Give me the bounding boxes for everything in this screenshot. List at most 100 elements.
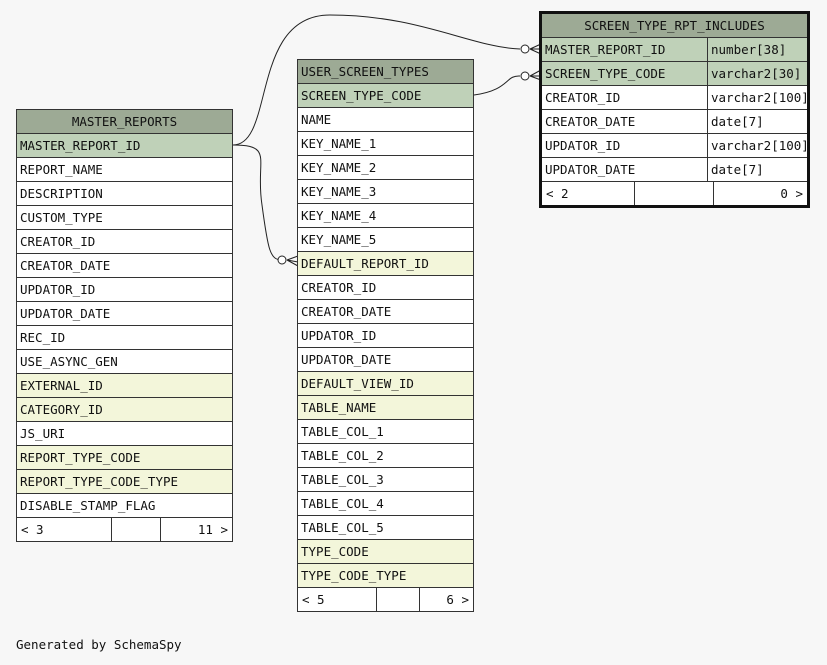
column-row[interactable]: KEY_NAME_5 bbox=[298, 228, 473, 252]
column-row[interactable]: SCREEN_TYPE_CODE bbox=[298, 84, 473, 108]
column-row[interactable]: TABLE_COL_4 bbox=[298, 492, 473, 516]
table-user-screen-types[interactable]: USER_SCREEN_TYPES SCREEN_TYPE_CODE NAME KE… bbox=[297, 59, 474, 612]
column-row[interactable]: CREATOR_ID bbox=[298, 276, 473, 300]
column-type: number[38] bbox=[707, 38, 807, 61]
column-row[interactable]: MASTER_REPORT_ID number[38] bbox=[542, 38, 807, 62]
column-name: TABLE_COL_3 bbox=[301, 472, 384, 487]
column-row[interactable]: TABLE_COL_1 bbox=[298, 420, 473, 444]
column-name: REC_ID bbox=[20, 330, 66, 345]
column-type: date[7] bbox=[707, 110, 807, 133]
column-row[interactable]: KEY_NAME_3 bbox=[298, 180, 473, 204]
column-row[interactable]: USE_ASYNC_GEN bbox=[17, 350, 232, 374]
column-name: CREATOR_DATE bbox=[301, 304, 392, 319]
column-type: varchar2[100] bbox=[707, 86, 807, 109]
column-name: DEFAULT_VIEW_ID bbox=[301, 376, 414, 391]
column-row[interactable]: EXTERNAL_ID bbox=[17, 374, 232, 398]
column-row[interactable]: UPDATOR_DATE date[7] bbox=[542, 158, 807, 182]
table-title: SCREEN_TYPE_RPT_INCLUDES bbox=[542, 14, 807, 38]
column-name: MASTER_REPORT_ID bbox=[20, 138, 141, 153]
column-row[interactable]: CREATOR_DATE bbox=[298, 300, 473, 324]
child-count: 6 > bbox=[446, 592, 469, 607]
column-row[interactable]: UPDATOR_DATE bbox=[298, 348, 473, 372]
column-name: CREATOR_ID bbox=[20, 234, 96, 249]
column-name: UPDATOR_ID bbox=[301, 328, 377, 343]
column-row[interactable]: CUSTOM_TYPE bbox=[17, 206, 232, 230]
column-type: varchar2[100] bbox=[707, 134, 807, 157]
column-row[interactable]: TABLE_NAME bbox=[298, 396, 473, 420]
column-row[interactable]: KEY_NAME_2 bbox=[298, 156, 473, 180]
table-title: USER_SCREEN_TYPES bbox=[298, 60, 473, 84]
rel-master-to-user-screen-types bbox=[232, 144, 283, 261]
column-row[interactable]: DEFAULT_VIEW_ID bbox=[298, 372, 473, 396]
column-name: KEY_NAME_3 bbox=[301, 184, 377, 199]
generated-by-label: Generated by SchemaSpy bbox=[16, 637, 182, 652]
column-name: MASTER_REPORT_ID bbox=[545, 42, 666, 57]
column-name: KEY_NAME_4 bbox=[301, 208, 377, 223]
column-type: varchar2[30] bbox=[707, 62, 807, 85]
column-row[interactable]: JS_URI bbox=[17, 422, 232, 446]
column-name: REPORT_TYPE_CODE bbox=[20, 450, 141, 465]
column-name: REPORT_TYPE_CODE_TYPE bbox=[20, 474, 179, 489]
column-name: UPDATOR_ID bbox=[20, 282, 96, 297]
table-screen-type-rpt-includes[interactable]: SCREEN_TYPE_RPT_INCLUDES MASTER_REPORT_I… bbox=[539, 11, 810, 208]
column-row[interactable]: TABLE_COL_5 bbox=[298, 516, 473, 540]
column-row[interactable]: TYPE_CODE_TYPE bbox=[298, 564, 473, 588]
table-footer: < 2 0 > bbox=[542, 182, 807, 205]
column-name: NAME bbox=[301, 112, 332, 127]
parent-count: < 5 bbox=[302, 592, 325, 607]
column-row[interactable]: REPORT_NAME bbox=[17, 158, 232, 182]
column-name: CUSTOM_TYPE bbox=[20, 210, 103, 225]
column-row[interactable]: KEY_NAME_1 bbox=[298, 132, 473, 156]
column-name: EXTERNAL_ID bbox=[20, 378, 103, 393]
column-name: KEY_NAME_2 bbox=[301, 160, 377, 175]
column-row[interactable]: TYPE_CODE bbox=[298, 540, 473, 564]
column-row[interactable]: REPORT_TYPE_CODE bbox=[17, 446, 232, 470]
column-row[interactable]: NAME bbox=[298, 108, 473, 132]
parent-count: < 2 bbox=[546, 186, 569, 201]
column-name: TYPE_CODE_TYPE bbox=[301, 568, 407, 583]
column-name: CREATOR_DATE bbox=[20, 258, 111, 273]
column-name: JS_URI bbox=[20, 426, 66, 441]
column-name: DESCRIPTION bbox=[20, 186, 103, 201]
column-name: SCREEN_TYPE_CODE bbox=[545, 66, 666, 81]
column-name: UPDATOR_DATE bbox=[301, 352, 392, 367]
column-row[interactable]: TABLE_COL_3 bbox=[298, 468, 473, 492]
column-row[interactable]: DEFAULT_REPORT_ID bbox=[298, 252, 473, 276]
column-name: SCREEN_TYPE_CODE bbox=[301, 88, 422, 103]
column-row[interactable]: CREATOR_DATE bbox=[17, 254, 232, 278]
column-row[interactable]: UPDATOR_DATE bbox=[17, 302, 232, 326]
rel-user-screen-types-to-includes bbox=[473, 75, 521, 96]
child-count: 11 > bbox=[197, 522, 228, 537]
column-row[interactable]: DESCRIPTION bbox=[17, 182, 232, 206]
column-row[interactable]: CREATOR_ID bbox=[17, 230, 232, 254]
crowfoot-circle-2 bbox=[520, 71, 530, 81]
column-name: UPDATOR_DATE bbox=[20, 306, 111, 321]
column-name: REPORT_NAME bbox=[20, 162, 103, 177]
column-type: date[7] bbox=[707, 158, 807, 181]
column-row[interactable]: REC_ID bbox=[17, 326, 232, 350]
column-row[interactable]: KEY_NAME_4 bbox=[298, 204, 473, 228]
column-name: TABLE_COL_1 bbox=[301, 424, 384, 439]
column-row[interactable]: UPDATOR_ID bbox=[17, 278, 232, 302]
column-row[interactable]: UPDATOR_ID bbox=[298, 324, 473, 348]
column-row[interactable]: SCREEN_TYPE_CODE varchar2[30] bbox=[542, 62, 807, 86]
column-row[interactable]: CATEGORY_ID bbox=[17, 398, 232, 422]
column-name: KEY_NAME_1 bbox=[301, 136, 377, 151]
column-name: UPDATOR_DATE bbox=[545, 162, 636, 177]
row-count bbox=[376, 588, 420, 611]
column-row[interactable]: TABLE_COL_2 bbox=[298, 444, 473, 468]
column-row[interactable]: REPORT_TYPE_CODE_TYPE bbox=[17, 470, 232, 494]
parent-count: < 3 bbox=[21, 522, 44, 537]
column-name: DISABLE_STAMP_FLAG bbox=[20, 498, 156, 513]
column-row[interactable]: DISABLE_STAMP_FLAG bbox=[17, 494, 232, 518]
column-name: TABLE_NAME bbox=[301, 400, 377, 415]
column-name: TABLE_COL_2 bbox=[301, 448, 384, 463]
column-name: DEFAULT_REPORT_ID bbox=[301, 256, 429, 271]
column-row[interactable]: MASTER_REPORT_ID bbox=[17, 134, 232, 158]
